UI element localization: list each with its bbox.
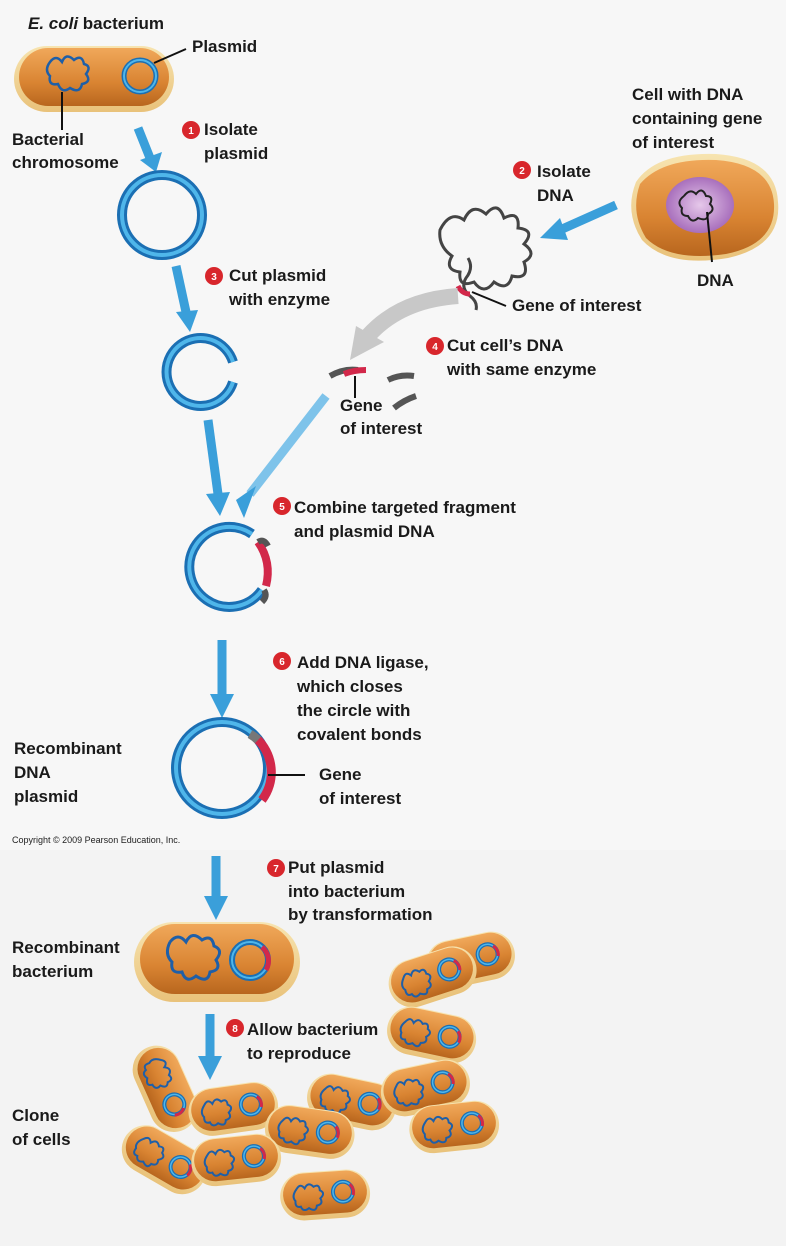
copyright-text: Copyright © 2009 Pearson Education, Inc.: [12, 835, 180, 845]
step5-line1: Combine targeted fragment: [294, 498, 516, 517]
step3-line1: Cut plasmid: [229, 266, 326, 285]
bacterial-chromosome-icon: [45, 55, 90, 92]
clone-bacterium: [280, 1169, 371, 1221]
gene-frag-label-2: of interest: [340, 419, 423, 438]
step6-line3: the circle with: [297, 701, 410, 720]
step5-number: 5: [279, 502, 285, 513]
recomb-plasmid-label-1: Recombinant: [14, 739, 122, 758]
step3-number: 3: [211, 272, 217, 283]
bacterial-chromosome-label-1: Bacterial: [12, 130, 84, 149]
step7-number: 7: [273, 864, 279, 875]
arrow-grey-step4: [362, 288, 459, 342]
gene-top-leader: [471, 291, 507, 307]
clone-bacterium: [264, 1105, 355, 1159]
cell-label-3: of interest: [632, 133, 715, 152]
step1-line1: Isolate: [204, 120, 258, 139]
arrow-step5-right: [246, 393, 330, 497]
step4-line1: Cut cell’s DNA: [447, 336, 564, 355]
recomb-bacterium-label-1: Recombinant: [12, 938, 120, 957]
clone-bacterium: [409, 1100, 500, 1154]
step1-number: 1: [188, 126, 194, 137]
step8-line2: to reproduce: [247, 1044, 351, 1063]
gene-final-label-1: Gene: [319, 765, 362, 784]
clone-bacterium: [387, 1006, 477, 1064]
arrow-step3: [171, 265, 191, 313]
arrow-step5-left: [203, 419, 223, 495]
clone-bacterium: [121, 1125, 207, 1195]
step6-line1: Add DNA ligase,: [297, 653, 429, 672]
plasmid-label: Plasmid: [192, 37, 257, 56]
clone-of-cells: [121, 931, 515, 1221]
gene-final-label-2: of interest: [319, 789, 402, 808]
clone-bacterium: [132, 1045, 198, 1132]
step1-badge: [182, 121, 200, 139]
step7-line2: into bacterium: [288, 882, 405, 901]
step8-number: 8: [232, 1024, 238, 1035]
step4-badge: [426, 337, 444, 355]
step1-line2: plasmid: [204, 144, 268, 163]
step3-badge: [205, 267, 223, 285]
step7-line3: by transformation: [288, 905, 433, 924]
clone-bacterium: [388, 946, 477, 1008]
step8-line1: Allow bacterium: [247, 1020, 378, 1039]
plasmid-leader: [153, 48, 187, 64]
clone-bacterium: [188, 1082, 279, 1136]
dna-label: DNA: [697, 271, 734, 290]
step4-line2: with same enzyme: [446, 360, 596, 379]
combined-plasmid: [184, 521, 272, 612]
cell-label-1: Cell with DNA: [632, 85, 743, 104]
arrow-step2: [558, 200, 618, 235]
isolated-dna-icon: [438, 206, 533, 311]
step2-number: 2: [519, 166, 525, 177]
dna-fragments: [328, 366, 417, 411]
step6-number: 6: [279, 657, 285, 668]
clone-bacterium: [191, 1133, 282, 1187]
lower-panel: [0, 850, 786, 1246]
nucleus-icon: [666, 177, 734, 233]
clone-bacterium: [380, 1059, 470, 1117]
step5-line2: and plasmid DNA: [294, 522, 435, 541]
recomb-plasmid-label-2: DNA: [14, 763, 51, 782]
clone-label-1: Clone: [12, 1106, 59, 1125]
step2-line1: Isolate: [537, 162, 591, 181]
recombinant-bacterium: [134, 922, 300, 1002]
ecoli-bacterium: [14, 46, 174, 112]
gene-frag-label-1: Gene: [340, 396, 383, 415]
step3-line2: with enzyme: [228, 290, 330, 309]
bacterial-chromosome-label-2: chromosome: [12, 153, 119, 172]
arrow-step1: [133, 126, 155, 160]
isolated-plasmid: [117, 170, 207, 260]
ecoli-label: E. coli bacterium: [28, 14, 164, 33]
step5-badge: [273, 497, 291, 515]
dna-leader: [706, 211, 713, 263]
cut-plasmid: [161, 333, 238, 411]
step4-number: 4: [432, 342, 438, 353]
gene-of-interest-top-label: Gene of interest: [512, 296, 642, 315]
step7-badge: [267, 859, 285, 877]
step6-badge: [273, 652, 291, 670]
step2-line2: DNA: [537, 186, 574, 205]
step7-line1: Put plasmid: [288, 858, 384, 877]
recomb-bacterium-label-2: bacterium: [12, 962, 93, 981]
step2-badge: [513, 161, 531, 179]
donor-cell: [631, 153, 779, 261]
step6-line2: which closes: [296, 677, 403, 696]
recomb-plasmid-label-3: plasmid: [14, 787, 78, 806]
step6-line4: covalent bonds: [297, 725, 422, 744]
cell-label-2: containing gene: [632, 109, 762, 128]
recombinant-plasmid: [171, 717, 276, 819]
step8-badge: [226, 1019, 244, 1037]
clone-label-2: of cells: [12, 1130, 71, 1149]
